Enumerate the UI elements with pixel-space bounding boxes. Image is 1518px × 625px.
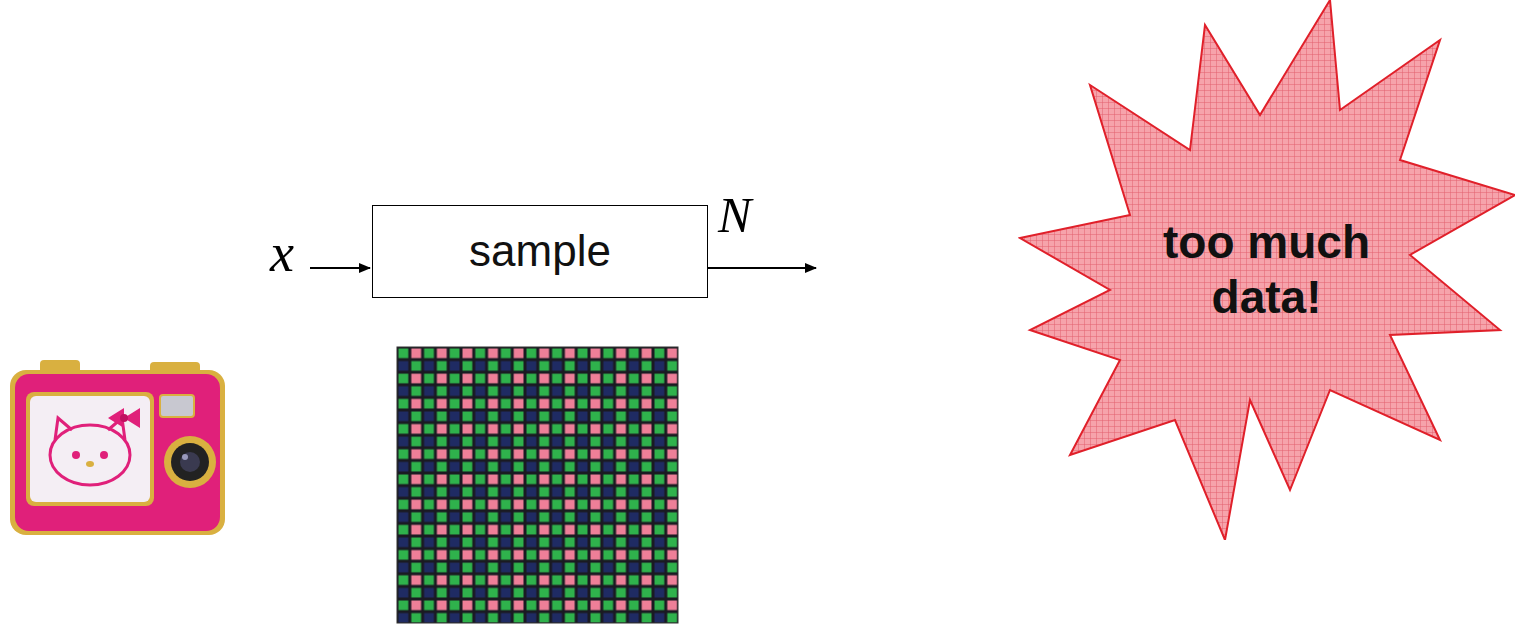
output-arrow bbox=[708, 267, 816, 269]
callout-text: too much data! bbox=[1162, 215, 1372, 325]
sample-count: N bbox=[718, 190, 751, 240]
camera-icon bbox=[10, 360, 225, 535]
bayer-filter bbox=[397, 347, 678, 623]
input-signal: x bbox=[270, 226, 294, 280]
starburst-shape bbox=[1018, 0, 1515, 540]
starburst-callout: too much data! bbox=[1018, 0, 1515, 540]
box-label: sample bbox=[469, 225, 611, 278]
process-box: sample bbox=[372, 205, 708, 298]
input-arrow bbox=[310, 267, 370, 269]
